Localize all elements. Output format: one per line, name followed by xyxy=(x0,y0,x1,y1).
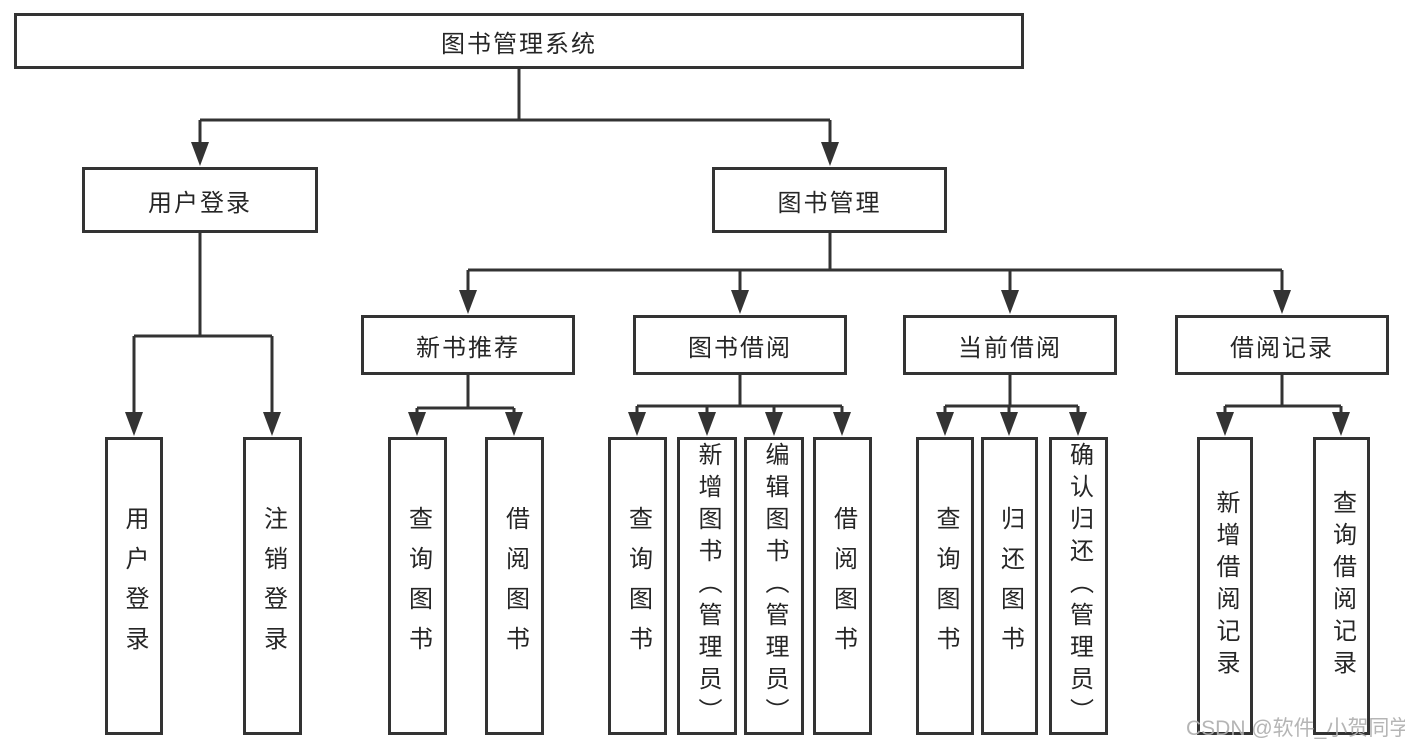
node-label: 查询图书 xyxy=(404,506,432,666)
leaf-return-books: 归还图书 xyxy=(981,437,1038,735)
connector-line xyxy=(466,233,1284,292)
node-label: 确认归还（管理员） xyxy=(1065,442,1093,730)
connector-line xyxy=(1223,375,1343,414)
node-label: 新书推荐 xyxy=(416,334,520,362)
node-label: 图书管理 xyxy=(777,189,882,217)
arrowhead-down-icon xyxy=(1273,290,1291,314)
node-user-login: 用户登录 xyxy=(82,167,318,233)
arrowhead-down-icon xyxy=(698,412,716,436)
node-borrow-records: 借阅记录 xyxy=(1175,315,1389,375)
leaf-query-books-borrow: 查询图书 xyxy=(608,437,667,735)
arrowhead-down-icon xyxy=(833,412,851,436)
leaf-query-borrow-record: 查询借阅记录 xyxy=(1313,437,1370,735)
arrowhead-down-icon xyxy=(936,412,954,436)
arrowhead-down-icon xyxy=(628,412,646,436)
node-book-management: 图书管理 xyxy=(712,167,947,233)
connector-new-book-recommend-to-leaves xyxy=(408,375,523,436)
node-label: 新增借阅记录 xyxy=(1212,490,1239,682)
arrowhead-down-icon xyxy=(408,412,426,436)
leaf-logout: 注销登录 xyxy=(243,437,302,735)
connector-line xyxy=(943,375,1080,414)
connector-book-management-to-level3 xyxy=(459,233,1291,314)
arrowhead-down-icon xyxy=(731,290,749,314)
node-root-library-system: 图书管理系统 xyxy=(14,13,1024,69)
node-label: 图书管理系统 xyxy=(441,30,597,58)
leaf-confirm-return-admin: 确认归还（管理员） xyxy=(1049,437,1108,735)
connector-user-login-to-leaves xyxy=(125,233,281,436)
arrowhead-down-icon xyxy=(765,412,783,436)
arrowhead-down-icon xyxy=(459,290,477,314)
node-label: 用户登录 xyxy=(121,506,148,666)
connector-line xyxy=(198,69,832,144)
leaf-query-books-recommend: 查询图书 xyxy=(388,437,447,735)
leaf-borrow-books-recommend: 借阅图书 xyxy=(485,437,544,735)
node-label: 查询图书 xyxy=(932,506,959,666)
node-current-borrow: 当前借阅 xyxy=(903,315,1117,375)
arrowhead-down-icon xyxy=(263,412,281,436)
connector-line xyxy=(132,233,274,414)
connector-book-borrow-to-leaves xyxy=(628,375,851,436)
leaf-borrow-books: 借阅图书 xyxy=(813,437,872,735)
node-label: 查询图书 xyxy=(624,506,652,666)
node-label: 注销登录 xyxy=(259,506,287,666)
arrowhead-down-icon xyxy=(1000,412,1018,436)
node-label: 当前借阅 xyxy=(958,334,1062,362)
node-label: 用户登录 xyxy=(148,189,252,217)
arrowhead-down-icon xyxy=(1216,412,1234,436)
node-label: 图书借阅 xyxy=(688,334,792,362)
leaf-add-books-admin: 新增图书（管理员） xyxy=(677,437,737,735)
node-new-book-recommend: 新书推荐 xyxy=(361,315,575,375)
node-label: 编辑图书（管理员） xyxy=(761,442,788,730)
leaf-user-login: 用户登录 xyxy=(105,437,163,735)
node-book-borrow: 图书借阅 xyxy=(633,315,847,375)
connector-line xyxy=(635,375,844,414)
arrowhead-down-icon xyxy=(1069,412,1087,436)
arrowhead-down-icon xyxy=(1001,290,1019,314)
connector-line xyxy=(415,375,516,414)
csdn-watermark: CSDN @软件_小贺同学 xyxy=(1186,717,1405,740)
leaf-add-borrow-record: 新增借阅记录 xyxy=(1197,437,1253,735)
arrowhead-down-icon xyxy=(1332,412,1350,436)
node-label: 新增图书（管理员） xyxy=(694,442,721,730)
arrowhead-down-icon xyxy=(821,142,839,166)
node-label: 借阅记录 xyxy=(1230,334,1334,362)
connector-current-borrow-to-leaves xyxy=(936,375,1087,436)
node-label: 查询借阅记录 xyxy=(1328,490,1356,682)
leaf-edit-books-admin: 编辑图书（管理员） xyxy=(744,437,804,735)
leaf-query-books-current: 查询图书 xyxy=(916,437,974,735)
connector-borrow-records-to-leaves xyxy=(1216,375,1350,436)
node-label: 归还图书 xyxy=(996,506,1024,666)
node-label: 借阅图书 xyxy=(829,506,857,666)
node-label: 借阅图书 xyxy=(501,506,529,666)
arrowhead-down-icon xyxy=(125,412,143,436)
connector-root-to-level2 xyxy=(191,69,839,166)
arrowhead-down-icon xyxy=(191,142,209,166)
arrowhead-down-icon xyxy=(505,412,523,436)
